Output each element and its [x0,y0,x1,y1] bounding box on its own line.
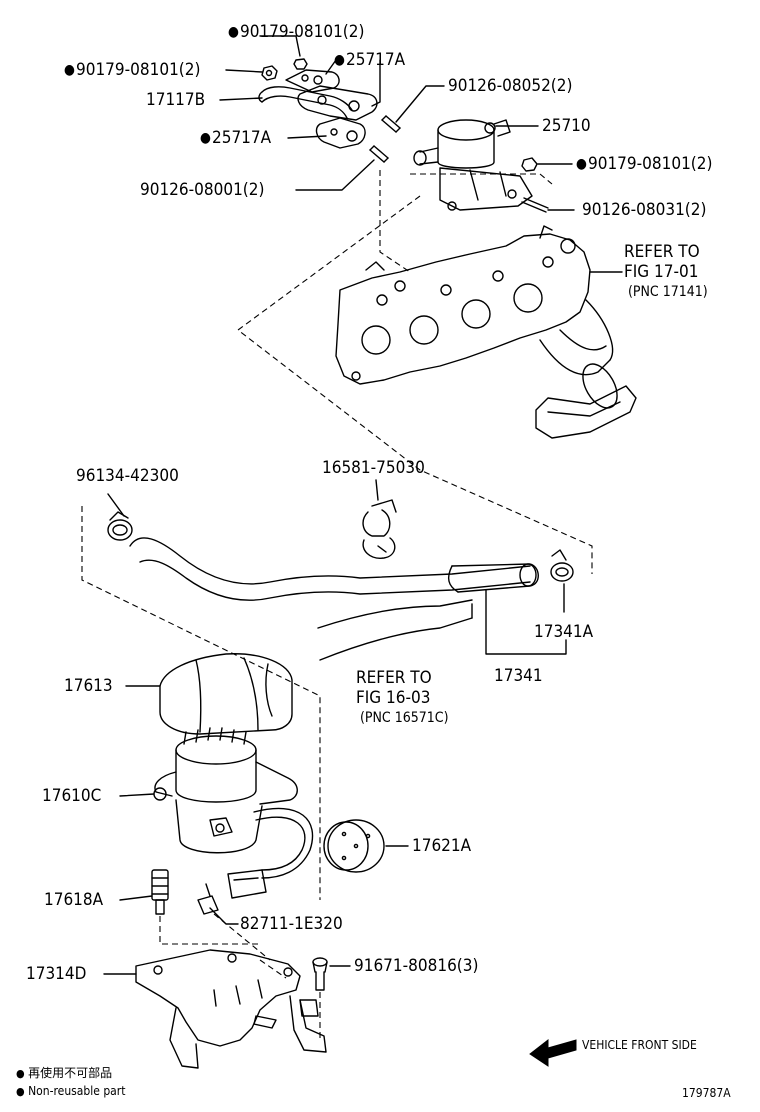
leader-line-icon [219,97,263,101]
label-82711-1e320[interactable]: 82711-1E320 [240,914,343,934]
label-17314d[interactable]: 17314D [26,964,87,984]
refer-to-pnc-17141: (PNC 17141) [628,284,708,300]
figure-id: 179787A [682,1086,731,1100]
leader-line-icon [107,493,125,517]
label-17621a[interactable]: 17621A [412,836,472,856]
leader-line-icon [119,793,155,797]
leader-line-icon [371,59,381,107]
sensor-17618a-icon [151,869,169,915]
nut-right-icon [521,157,538,172]
vehicle-front-side-label: VEHICLE FRONT SIDE [582,1038,697,1052]
refer-to-line1-b: REFER TO [356,668,432,688]
connector-82711-icon [197,883,219,915]
refer-to-fig-16-03[interactable]: FIG 16-03 [356,688,431,708]
legend-non-reusable-en: ● Non-reusable part [16,1084,125,1099]
label-90126-08031[interactable]: 90126-08031(2) [582,200,707,220]
legend-bullet-icon: ● [16,1067,25,1080]
nut-top-icon [293,58,308,70]
clamp-16581-icon [362,499,397,559]
hose-17341-icon [129,537,539,601]
leader-line-icon [295,159,375,191]
label-17341a[interactable]: 17341A [534,622,594,642]
legend-cn-text: 再使用不可部品 [28,1066,113,1080]
gasket-top-icon [297,85,378,121]
vehicle-front-arrow-icon [529,1038,577,1067]
gasket-mid-icon [315,117,366,149]
legend-non-reusable-cn: ● 再使用不可部品 [16,1066,112,1081]
label-17618a[interactable]: 17618A [44,890,104,910]
leader-line-icon [395,85,445,123]
label-25717a-top[interactable]: 25717A [334,50,405,71]
label-17613[interactable]: 17613 [64,676,113,696]
legend-bullet-icon: ● [16,1085,25,1098]
leader-line-icon [225,69,263,73]
label-90179-08101-top[interactable]: 90179-08101(2) [228,22,364,43]
label-17341[interactable]: 17341 [494,666,543,686]
label-25710[interactable]: 25710 [542,116,591,136]
refer-to-pnc-16571c: (PNC 16571C) [360,710,449,726]
refer-to-line1: REFER TO [624,242,700,262]
leader-line-icon [485,589,567,655]
label-90126-08001[interactable]: 90126-08001(2) [140,180,265,200]
stud-right-icon [521,197,549,213]
filter-17621a-icon [323,819,385,873]
clamp-17341a-icon [550,549,574,582]
label-91671-80816[interactable]: 91671-80816(3) [354,956,479,976]
label-90179-08101-right[interactable]: 90179-08101(2) [576,154,712,175]
air-valve-25710-icon [413,119,533,211]
clamp-96134-icon [107,511,133,541]
nut-left-icon [261,65,278,81]
label-90126-08052[interactable]: 90126-08052(2) [448,76,573,96]
pipe-17117b-icon [258,69,353,119]
hose-fig16-icon [317,599,473,661]
label-96134-42300[interactable]: 96134-42300 [76,466,179,486]
leader-line-icon [375,479,379,501]
bracket-17314d-icon [135,949,327,1069]
refer-to-fig-17-01[interactable]: FIG 17-01 [624,262,699,282]
label-25717a-mid[interactable]: 25717A [200,128,271,149]
legend-en-text: Non-reusable part [28,1084,126,1098]
label-17117b[interactable]: 17117B [146,90,206,110]
leader-line-icon [119,895,153,901]
stud-upper-icon [381,115,401,133]
label-16581-75030[interactable]: 16581-75030 [322,458,425,478]
stud-lower-icon [369,145,389,163]
leader-line-icon [287,135,327,139]
exhaust-manifold-icon [335,225,637,439]
bolt-91671-icon [312,957,328,991]
pump-cover-17613-icon [159,653,293,735]
air-pump-17610c-icon [153,727,314,899]
label-90179-08101-left[interactable]: 90179-08101(2) [64,60,200,81]
label-17610c[interactable]: 17610C [42,786,102,806]
